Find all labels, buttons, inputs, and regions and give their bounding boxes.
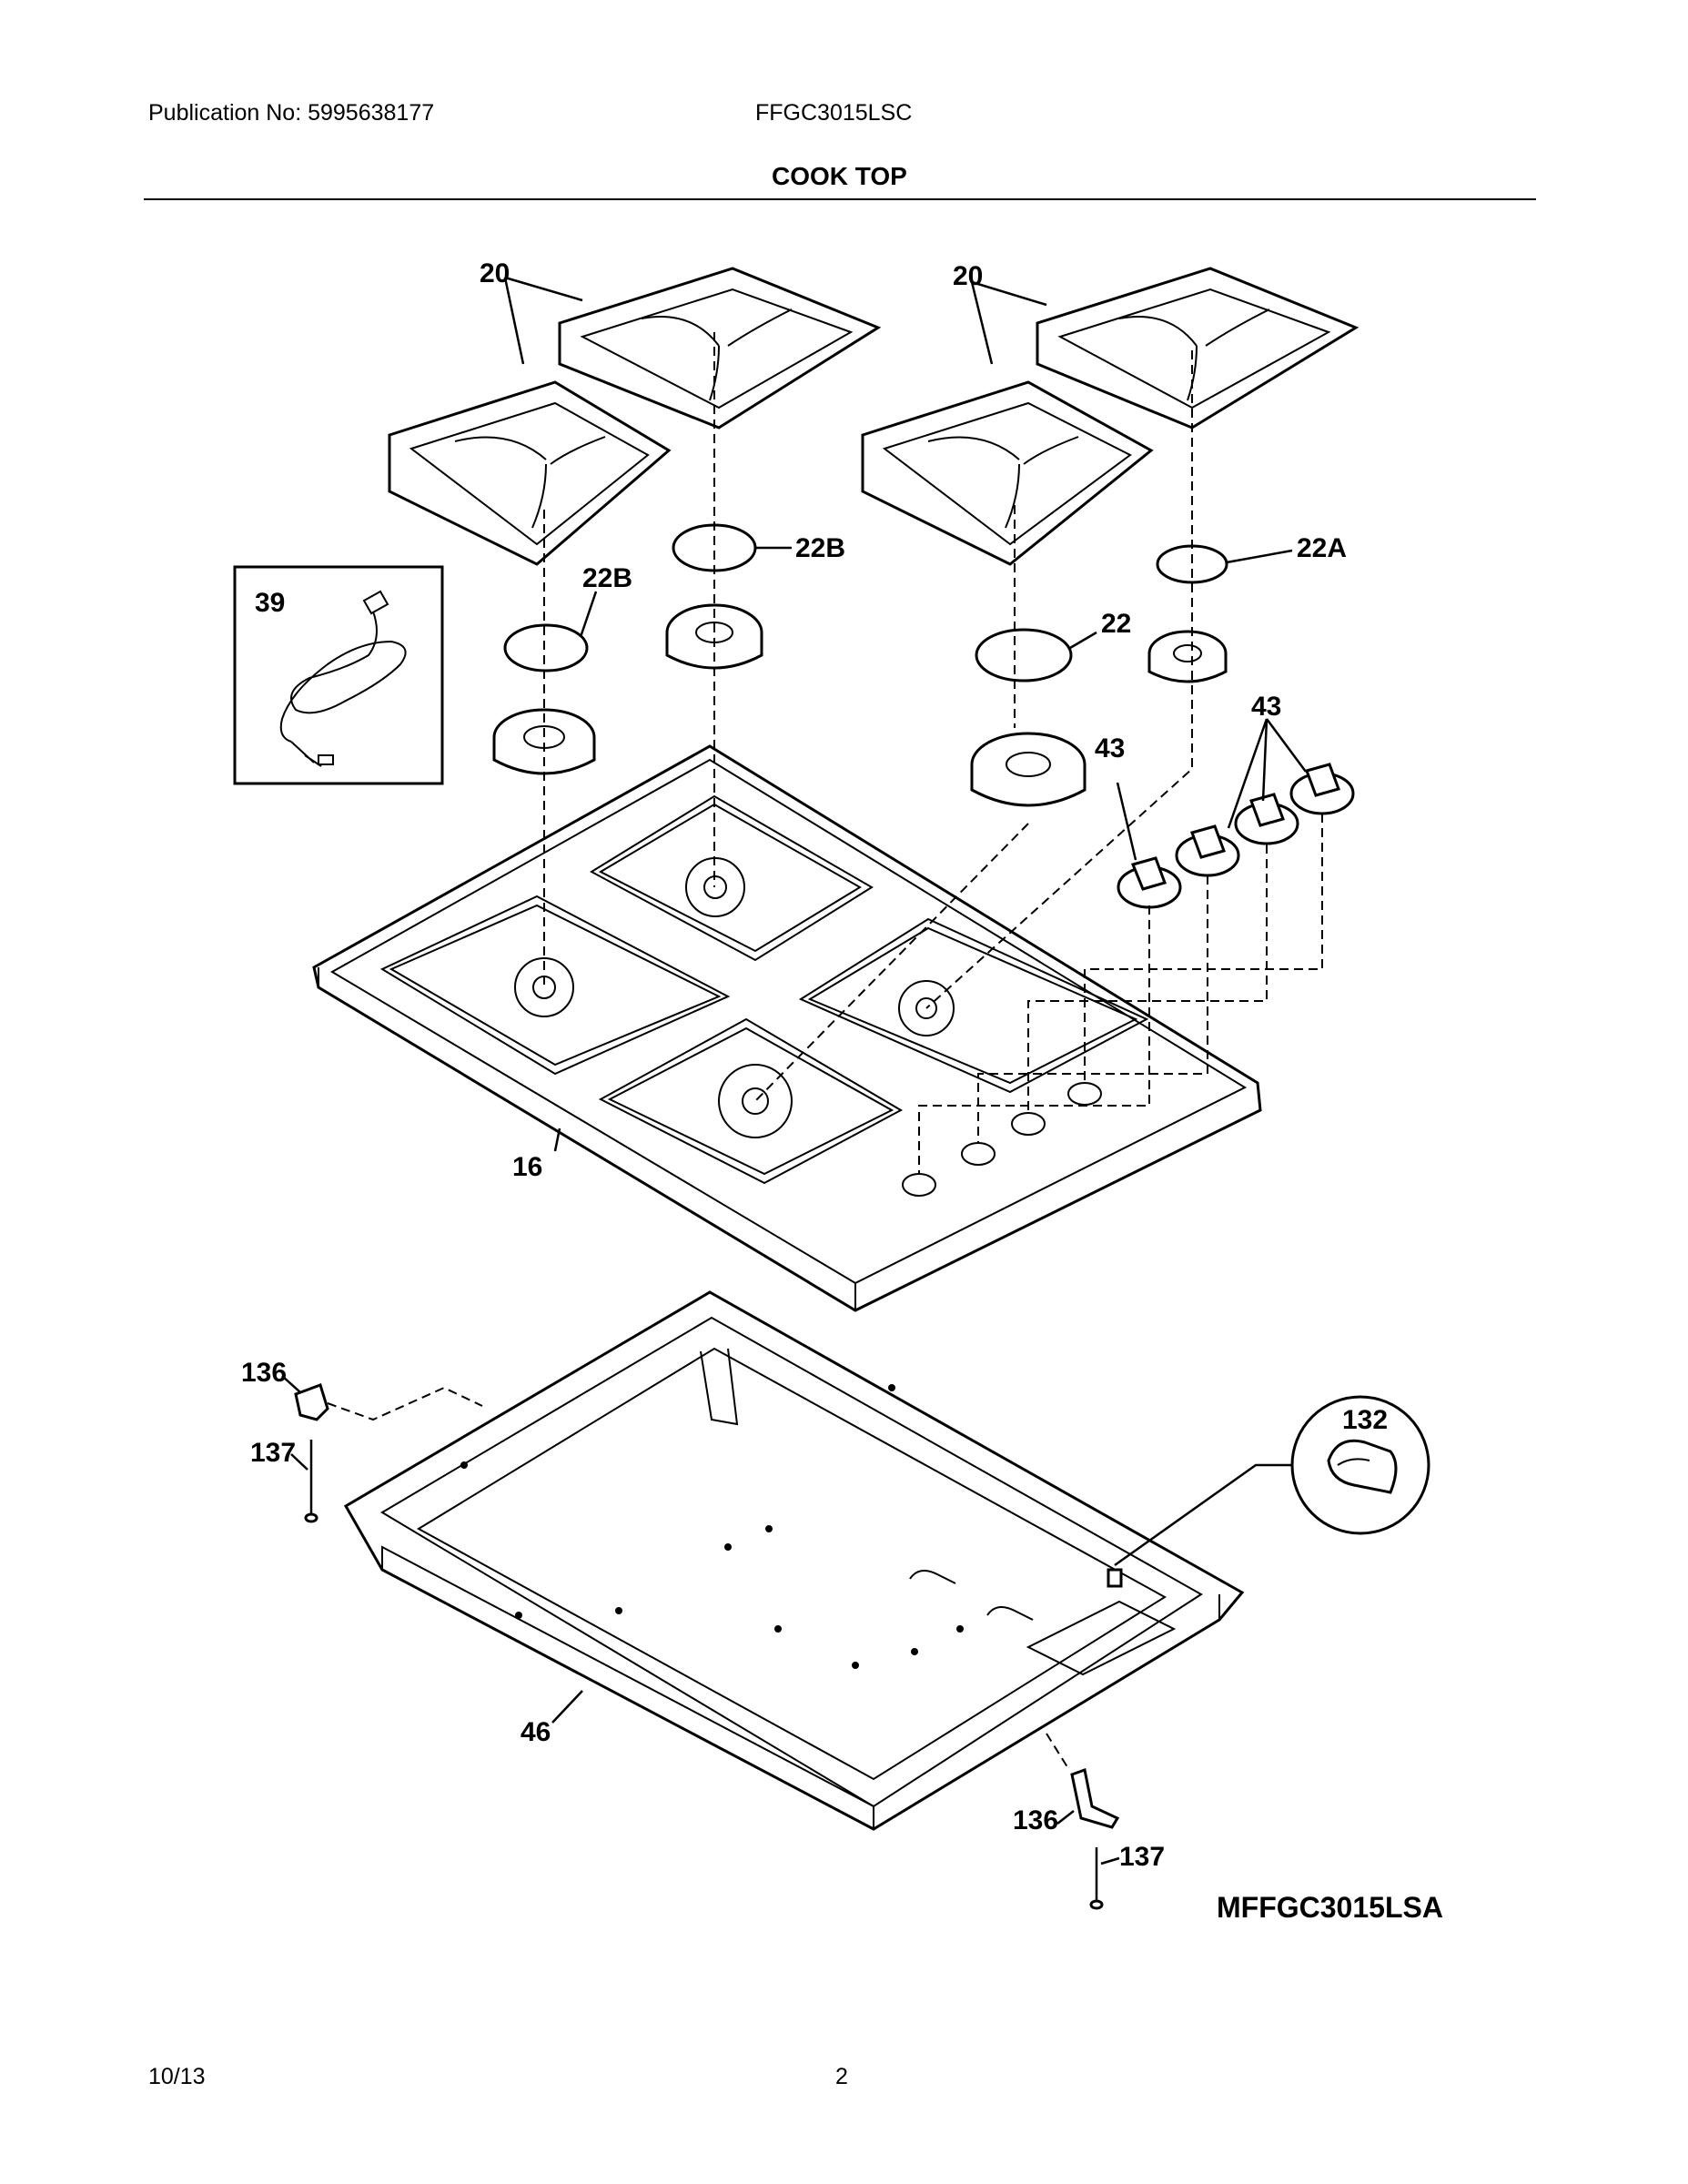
- callout-22b-upper: 22B: [795, 533, 845, 563]
- assembly-lines: [543, 332, 1193, 1102]
- knobs-part: [918, 718, 1355, 1174]
- bracket-left-part: [294, 1383, 483, 1523]
- callout-39: 39: [255, 588, 285, 618]
- cooktop-part: [312, 744, 1262, 1312]
- leader-16: [553, 1127, 561, 1152]
- bracket-right-part: [1046, 1733, 1120, 1910]
- callout-20-right: 20: [953, 261, 983, 291]
- section-title: COOK TOP: [772, 162, 907, 190]
- header-rule: [144, 198, 1536, 200]
- leader-136-left: [281, 1375, 301, 1393]
- callout-16: 16: [512, 1152, 542, 1182]
- leader-137-right: [1100, 1856, 1120, 1866]
- callout-43-group: 43: [1251, 692, 1281, 722]
- leader-137-left: [290, 1453, 308, 1471]
- model-number: FFGC3015LSC: [755, 100, 913, 126]
- burner-box-part: [343, 1290, 1245, 1831]
- callout-22a: 22A: [1297, 533, 1347, 563]
- callout-136-left: 136: [241, 1358, 287, 1388]
- grates-part: [388, 267, 1359, 566]
- callout-20-left: 20: [480, 258, 510, 288]
- callout-22b-lower: 22B: [582, 563, 632, 593]
- callout-46: 46: [521, 1717, 551, 1747]
- callout-136-right: 136: [1013, 1805, 1058, 1835]
- callout-132: 132: [1342, 1405, 1388, 1435]
- callout-43-single: 43: [1095, 733, 1125, 763]
- burner-caps-part: [503, 523, 1293, 682]
- power-cord-detail: [233, 565, 444, 785]
- publication-number: Publication No: 5995638177: [148, 100, 435, 126]
- leader-136-right: [1056, 1810, 1075, 1825]
- footer-date: 10/13: [148, 2064, 206, 2089]
- diagram-code: MFFGC3015LSA: [1217, 1891, 1443, 1924]
- leader-46: [551, 1690, 583, 1724]
- page-number: 2: [835, 2064, 848, 2089]
- grommet-detail: [1114, 1395, 1430, 1567]
- callout-137-right: 137: [1119, 1842, 1165, 1872]
- callout-137-left: 137: [250, 1438, 296, 1468]
- callout-22: 22: [1101, 609, 1131, 639]
